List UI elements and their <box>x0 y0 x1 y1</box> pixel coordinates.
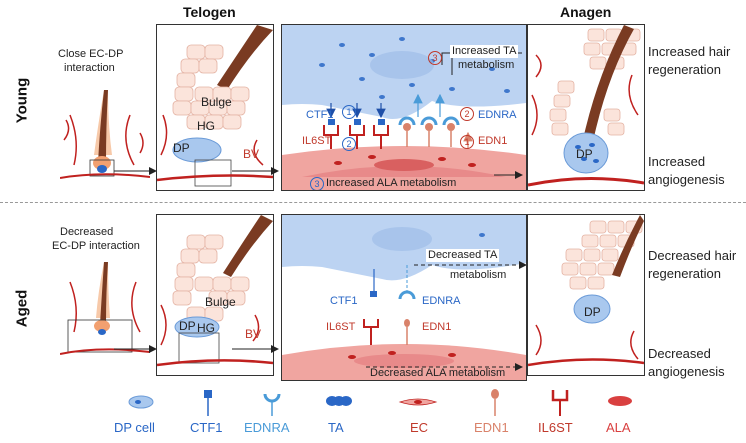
aged-dp-label: DP <box>179 319 196 333</box>
row-label-aged: Aged <box>13 289 31 328</box>
young-angio-line1: Increased <box>648 154 706 169</box>
young-ta-text-1: Increased TA <box>450 45 519 59</box>
aged-mechanism-illustration <box>282 215 526 380</box>
young-step3-a: 3 <box>428 51 442 65</box>
aged-hair-line2: regeneration <box>648 266 721 281</box>
legend-edn1-icon <box>491 389 499 416</box>
young-ctf1-label: CTF1 <box>306 109 334 121</box>
young-step2-b: 2 <box>460 107 474 121</box>
aged-arrow-1 <box>114 345 157 353</box>
young-anagen-dp: DP <box>576 147 593 161</box>
aged-telogen-panel: Bulge HG DP BV <box>156 214 274 376</box>
aged-telogen-illustration <box>157 215 273 367</box>
aged-mechanism-panel: CTF1 EDNRA IL6ST EDN1 Decreased TA metab… <box>281 214 527 381</box>
young-step2-a: 2 <box>342 137 356 151</box>
legend-ctf1-icon <box>204 390 212 416</box>
aged-ednra-label: EDNRA <box>422 295 461 307</box>
young-ta-text-2: metabolism <box>458 59 515 71</box>
young-hair-line1: Increased hair <box>648 44 731 59</box>
young-bv-label: BV <box>243 147 260 161</box>
row-divider <box>0 202 746 203</box>
telogen-header: Telogen <box>183 4 236 20</box>
young-ala-text: Increased ALA metabolism <box>326 177 457 189</box>
legend-ednra-icon <box>263 393 281 416</box>
young-telogen-illustration <box>157 25 273 187</box>
young-anagen-illustration <box>528 25 644 187</box>
young-anagen-panel: DP <box>527 24 645 191</box>
young-intro-line1: Close EC-DP <box>58 48 124 60</box>
legend-dp-cell-label: DP cell <box>114 420 155 435</box>
young-hair-line2: regeneration <box>648 62 721 77</box>
young-angio-line2: angiogenesis <box>648 172 725 187</box>
aged-angio-line1: Decreased <box>648 346 711 361</box>
aged-hg-label: HG <box>197 321 215 335</box>
young-intro-line2: interaction <box>64 62 115 74</box>
aged-ta-text-2: metabolism <box>450 269 507 281</box>
legend-ec-icon <box>398 398 438 406</box>
young-step1-b: 1 <box>460 135 474 149</box>
aged-anagen-dp: DP <box>584 305 601 319</box>
young-edn1-label: EDN1 <box>478 135 508 147</box>
young-arrow-2 <box>232 167 279 175</box>
anagen-header: Anagen <box>560 4 612 20</box>
aged-ta-text-1: Decreased TA <box>426 249 500 263</box>
young-arrow-1 <box>114 167 157 175</box>
young-step3-b: 3 <box>310 177 324 190</box>
legend-ala-icon <box>608 396 632 406</box>
legend-il6st-label: IL6ST <box>538 420 573 435</box>
row-label-young: Young <box>13 77 31 124</box>
legend-ta-icon <box>326 396 352 406</box>
aged-anagen-panel: DP <box>527 214 645 376</box>
legend-ctf1-label: CTF1 <box>190 420 223 435</box>
legend-ala-label: ALA <box>606 420 631 435</box>
legend-ednra-label: EDNRA <box>244 420 290 435</box>
aged-follicle-overview <box>60 262 150 355</box>
legend-edn1-label: EDN1 <box>474 420 509 435</box>
aged-arrow-2 <box>232 345 279 353</box>
young-dp-label: DP <box>173 141 190 155</box>
young-ednra-label: EDNRA <box>478 109 517 121</box>
aged-intro-line2: EC-DP interaction <box>52 240 140 252</box>
legend-ec-label: EC <box>410 420 429 435</box>
young-telogen-panel: Bulge HG DP BV <box>156 24 274 191</box>
legend-dp-cell-icon <box>128 395 154 409</box>
young-follicle-overview <box>60 90 150 179</box>
aged-bulge-label: Bulge <box>205 295 236 309</box>
legend-ta-label: TA <box>328 420 344 435</box>
aged-bv-label: BV <box>245 327 262 341</box>
young-step1-a: 1 <box>342 105 356 119</box>
young-mechanism-panel: CTF1 IL6ST 1 2 EDNRA EDN1 2 1 3 Increase… <box>281 24 527 191</box>
aged-intro-line1: Decreased <box>60 226 114 238</box>
young-hg-label: HG <box>197 119 215 133</box>
aged-edn1-label: EDN1 <box>422 321 452 333</box>
aged-hair-line1: Decreased hair <box>648 248 737 263</box>
aged-anagen-illustration <box>528 215 644 367</box>
young-bulge-label: Bulge <box>201 95 232 109</box>
legend: DP cell CTF1 EDNRA TA EC EDN1 IL6ST ALA <box>0 388 746 443</box>
young-il6st-label: IL6ST <box>302 135 332 147</box>
aged-angio-line2: angiogenesis <box>648 364 725 379</box>
aged-ala-text: Decreased ALA metabolism <box>370 367 506 379</box>
legend-il6st-icon <box>551 390 569 416</box>
aged-il6st-label: IL6ST <box>326 321 356 333</box>
aged-ctf1-label: CTF1 <box>330 295 358 307</box>
